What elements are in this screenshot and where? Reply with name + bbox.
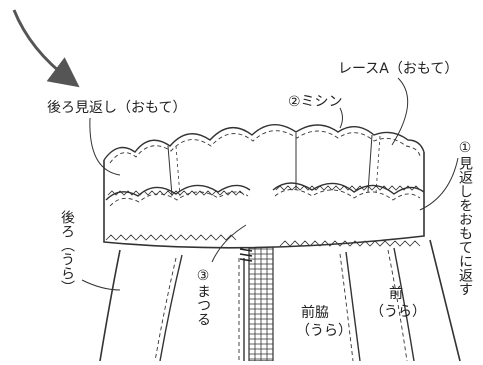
label-back-wrong: 後ろ（うら） (59, 210, 75, 294)
label-lace-a: レースA（おもて） (338, 61, 459, 77)
back-body-panel (99, 249, 121, 362)
label-front-side-wrong: （うら） (296, 323, 352, 339)
label-fold-facing: ①見返しをおもてに返す (457, 140, 473, 296)
leader-hand-stitch (211, 224, 247, 263)
direction-arrow (12, 9, 80, 88)
leader-fold (419, 157, 459, 211)
label-front-wrong: （うら） (370, 304, 426, 320)
label-front-side: 前脇 (301, 305, 329, 321)
facing-band (103, 124, 425, 249)
leader-back-facing (89, 117, 121, 176)
label-machine: ②ミシン (288, 94, 343, 110)
leader-machine (339, 107, 343, 129)
label-front: 前 (389, 286, 403, 302)
lace-a-edge (103, 124, 425, 161)
back-body-seam (159, 254, 183, 362)
leader-back-wrong (81, 279, 121, 291)
label-hand-stitch: ③まつる (195, 268, 211, 326)
label-back-facing: 後ろ見返し（おもて） (47, 100, 187, 116)
leader-lace-a (391, 77, 409, 146)
